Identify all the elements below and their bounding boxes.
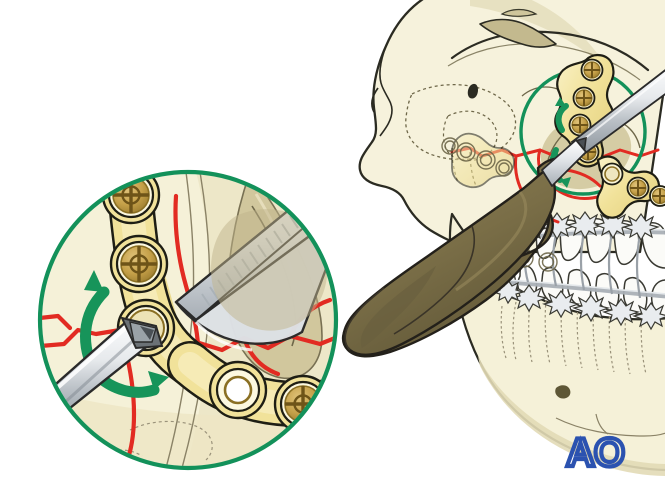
screwdriver-handle: [341, 157, 570, 358]
magnified-detail-group: [37, 169, 339, 471]
skull-overview-group: [341, 0, 665, 476]
sphenoid-fossa: [479, 18, 557, 48]
zygomatic-buttress-plate: [441, 132, 515, 189]
nasal-profile: [379, 45, 393, 137]
inset-tissue-mass: [211, 209, 328, 331]
zygomatic-arch: [450, 30, 650, 72]
mandible-ridge: [555, 417, 665, 437]
infraorbital-foramen: [467, 83, 478, 99]
rotation-arrow-small-upper: [555, 97, 569, 133]
nasal-aperture-edge: [371, 87, 379, 113]
screwdriver-midshaft: [541, 139, 587, 187]
arch-bar-lower: [503, 279, 665, 299]
ao-logo-text: AO: [566, 431, 624, 475]
arch-bar-lower-hl: [505, 279, 665, 295]
lower-bone-plate: [596, 155, 665, 219]
mandible-lower-shading: [478, 356, 665, 476]
plate-empty-hole: [208, 360, 268, 420]
sphenoid-notch: [500, 8, 538, 17]
ao-logo: AO: [564, 429, 627, 477]
mental-foramen: [555, 385, 571, 399]
mandible-ridge-2: [595, 413, 609, 435]
dental-arch-group: [490, 210, 665, 331]
magnified-detail-circle: [37, 169, 339, 471]
